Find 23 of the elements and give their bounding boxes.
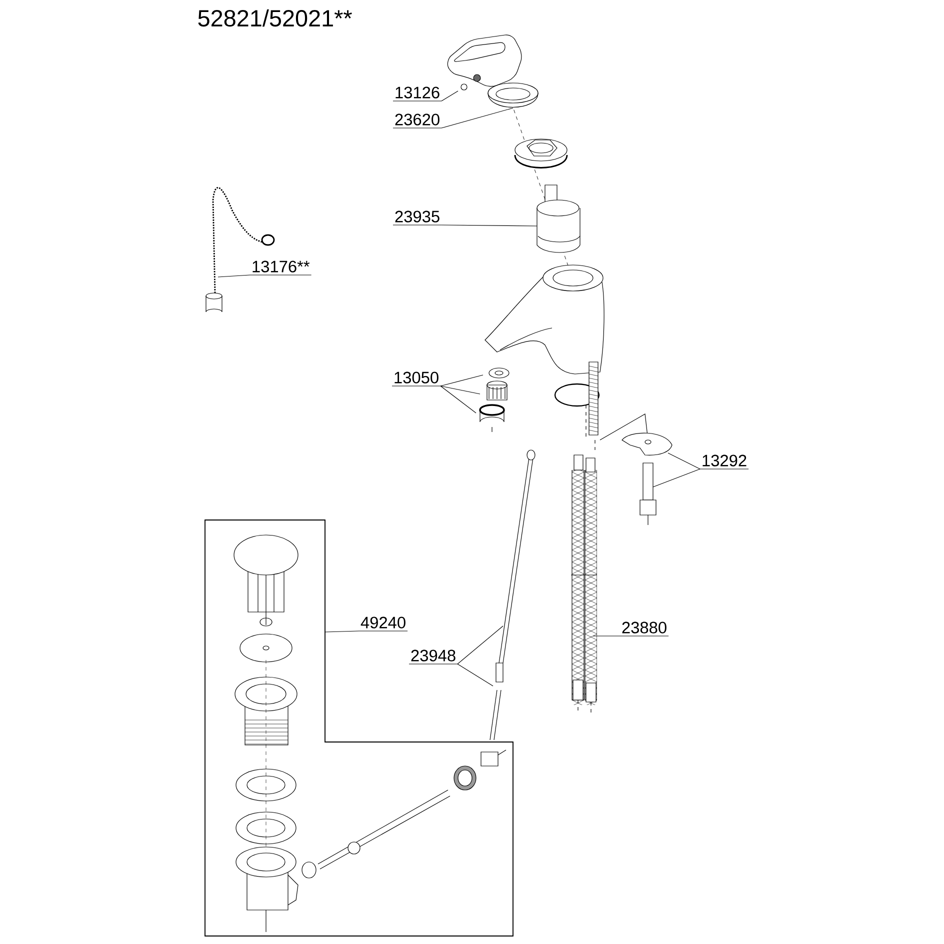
leader-line [440, 374, 484, 386]
part-number-label: 49240 [358, 616, 408, 632]
leader-line [668, 452, 700, 470]
leader-line [441, 108, 514, 128]
part-number-label: 23620 [392, 114, 442, 128]
leader-line [457, 664, 494, 686]
leader-line [440, 386, 480, 394]
part-number-label: 13126 [392, 86, 442, 102]
leader-line [441, 224, 538, 226]
leader-line [441, 90, 458, 102]
part-number-label: 23880 [620, 622, 669, 636]
title: 52821/52021** [198, 9, 352, 27]
leader-line [218, 274, 250, 278]
leader-line [324, 630, 360, 632]
part-number-label: 23935 [392, 210, 442, 226]
part-number-label: 13292 [700, 454, 749, 470]
assembly-frame [204, 520, 514, 936]
leader-line [652, 468, 700, 488]
part-number-label: 23948 [408, 650, 458, 664]
part-number-label: 13050 [392, 372, 441, 386]
leader-line [457, 626, 504, 664]
leader-line [440, 386, 476, 414]
part-number-label: 13176** [250, 260, 312, 276]
